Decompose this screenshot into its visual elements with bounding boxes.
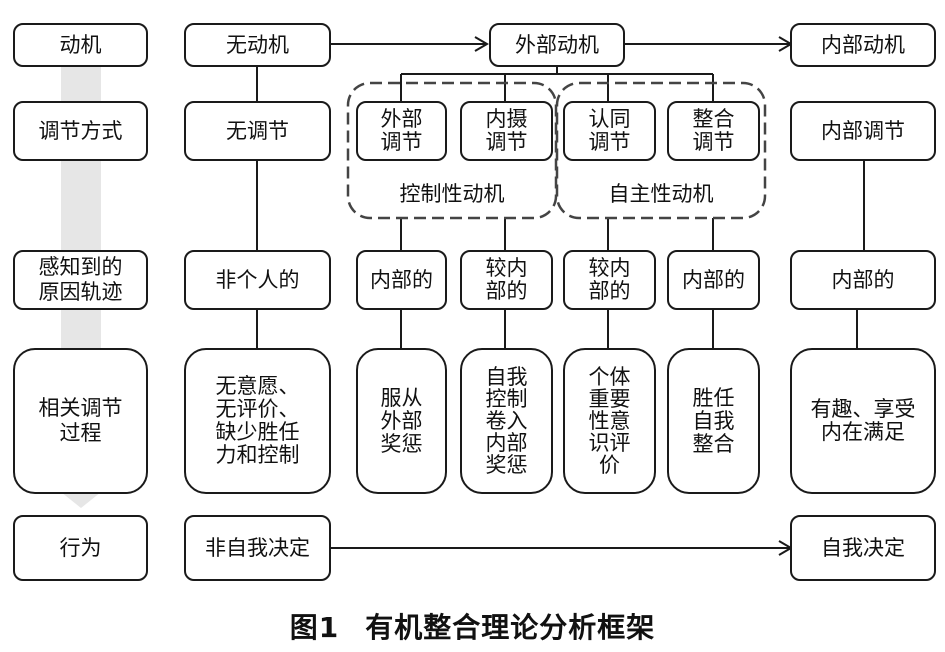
box-label: 无调节	[226, 118, 289, 143]
non-regulation-box: 无调节	[184, 101, 331, 161]
row-header-label: 调节方式	[38, 118, 123, 143]
box-label: 无动机	[226, 32, 289, 57]
row-header-motivation: 动机	[13, 23, 148, 67]
box-label: 内部调节	[821, 118, 905, 143]
intrinsic-regulation-box: 内部调节	[790, 101, 936, 161]
row-header-behavior: 行为	[13, 515, 148, 581]
row-header-label: 行为	[59, 535, 102, 560]
external-process-box: 服从 外部 奖惩	[356, 348, 447, 494]
box-label: 服从 外部 奖惩	[380, 385, 423, 456]
amotivation-box: 无动机	[184, 23, 331, 67]
intrinsic-locus-box: 内部的	[790, 250, 936, 310]
autonomous-motivation-label: 自主性动机	[608, 182, 714, 206]
integrated-regulation-box: 整合 调节	[667, 101, 760, 161]
box-label: 胜任 自我 整合	[692, 385, 735, 456]
identified-process-box: 个体 重要 性意 识评 价	[563, 348, 656, 494]
figure-number: 图1	[289, 611, 340, 644]
identified-regulation-box: 认同 调节	[563, 101, 656, 161]
box-label: 内部动机	[821, 32, 905, 57]
integrated-locus-box: 内部的	[667, 250, 760, 310]
external-locus-box: 内部的	[356, 250, 447, 310]
box-label: 个体 重要 性意 识评 价	[588, 365, 631, 477]
box-label: 非自我决定	[205, 535, 310, 560]
row-header-label: 感知到的 原因轨迹	[38, 255, 123, 304]
introjected-regulation-box: 内摄 调节	[460, 101, 553, 161]
amotivation-process-box: 无意愿、 无评价、 缺少胜任 力和控制	[184, 348, 331, 494]
extrinsic-motivation-box: 外部动机	[489, 23, 625, 67]
row-header-regulation-style: 调节方式	[13, 101, 148, 161]
box-label: 内摄 调节	[485, 107, 528, 154]
box-label: 非个人的	[215, 267, 300, 292]
box-label: 自我 控制 卷入 内部 奖惩	[485, 365, 528, 477]
non-self-determined-box: 非自我决定	[184, 515, 331, 581]
box-label: 较内 部的	[588, 256, 631, 303]
row-header-regulatory-processes: 相关调节 过程	[13, 348, 148, 494]
row-header-locus-of-causality: 感知到的 原因轨迹	[13, 250, 148, 310]
intrinsic-process-box: 有趣、享受 内在满足	[790, 348, 936, 494]
intrinsic-motivation-box: 内部动机	[790, 23, 936, 67]
box-label: 有趣、享受 内在满足	[810, 397, 916, 444]
box-label: 外部动机	[515, 32, 599, 57]
box-label: 整合 调节	[692, 107, 735, 154]
impersonal-locus-box: 非个人的	[184, 250, 331, 310]
row-header-label: 相关调节 过程	[38, 396, 123, 445]
controlled-motivation-label: 控制性动机	[399, 182, 505, 206]
box-label: 外部 调节	[380, 107, 423, 154]
row-header-label: 动机	[59, 32, 102, 57]
external-regulation-box: 外部 调节	[356, 101, 447, 161]
box-label: 较内 部的	[485, 256, 528, 303]
box-label: 自我决定	[821, 535, 905, 560]
box-label: 内部的	[370, 267, 433, 292]
arrowhead	[474, 36, 489, 52]
self-determined-box: 自我决定	[790, 515, 936, 581]
introjected-process-box: 自我 控制 卷入 内部 奖惩	[460, 348, 553, 494]
box-label: 认同 调节	[588, 107, 631, 154]
box-label: 内部的	[831, 267, 895, 292]
figure-caption: 图1 有机整合理论分析框架	[0, 606, 945, 646]
introjected-locus-box: 较内 部的	[460, 250, 553, 310]
box-label: 无意愿、 无评价、 缺少胜任 力和控制	[215, 374, 300, 467]
autonomous-motivation-group	[555, 81, 767, 220]
integrated-process-box: 胜任 自我 整合	[667, 348, 760, 494]
box-label: 内部的	[682, 267, 745, 292]
figure-title: 有机整合理论分析框架	[365, 611, 656, 644]
identified-locus-box: 较内 部的	[563, 250, 656, 310]
